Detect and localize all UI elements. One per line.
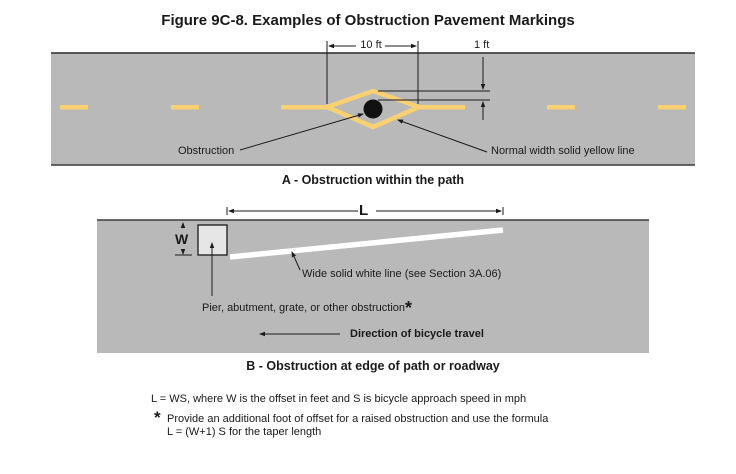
caption-panel-b: B - Obstruction at edge of path or roadw… [246,359,500,373]
dimension-L [226,207,504,215]
dimension-W [175,222,192,256]
dimension-label-W: W [175,231,189,247]
figure-title: Figure 9C-8. Examples of Obstruction Pav… [161,12,575,29]
lane-dash [171,105,199,110]
asterisk-icon: * [154,408,161,427]
caption-panel-a: A - Obstruction within the path [281,173,465,187]
lane-dash [60,105,88,110]
wide-white-taper-line [229,227,504,260]
footnote-line-1: Provide an additional foot of offset for… [167,413,549,425]
label-obstruction-text: Pier, abutment, grate, or other obstruct… [202,302,406,314]
leader-yellow-line [397,119,488,153]
label-obstruction: Obstruction [178,145,235,157]
dimension-label-10ft: 10 ft [360,39,382,51]
formula-note: L = WS, where W is the offset in feet an… [151,393,527,405]
leader-white-line [291,251,301,271]
label-obstruction-type: Pier, abutment, grate, or other obstruct… [202,298,412,319]
obstruction-circle [363,99,383,119]
leader-obstruction [239,113,364,151]
asterisk-icon: * [405,298,413,318]
dimension-1ft [378,57,490,120]
panel-b [97,207,649,353]
footnote-line-2: L = (W+1) S for the taper length [167,426,322,438]
dashed-yellow-centerline [60,105,686,110]
approach-line-right [417,105,465,110]
label-direction-of-travel: Direction of bicycle travel [350,328,484,340]
dimension-label-L: L [359,202,369,219]
lane-dash [547,105,575,110]
label-white-line: Wide solid white line (see Section 3A.06… [302,268,502,280]
panel-a [51,41,695,166]
dimension-10ft [326,41,419,104]
diamond-outline [320,88,426,130]
yellow-diamond-marking [281,88,465,130]
lane-dash [658,105,686,110]
dimension-label-1ft: 1 ft [474,39,490,51]
label-yellow-line: Normal width solid yellow line [491,145,635,157]
approach-line-left [281,105,328,110]
